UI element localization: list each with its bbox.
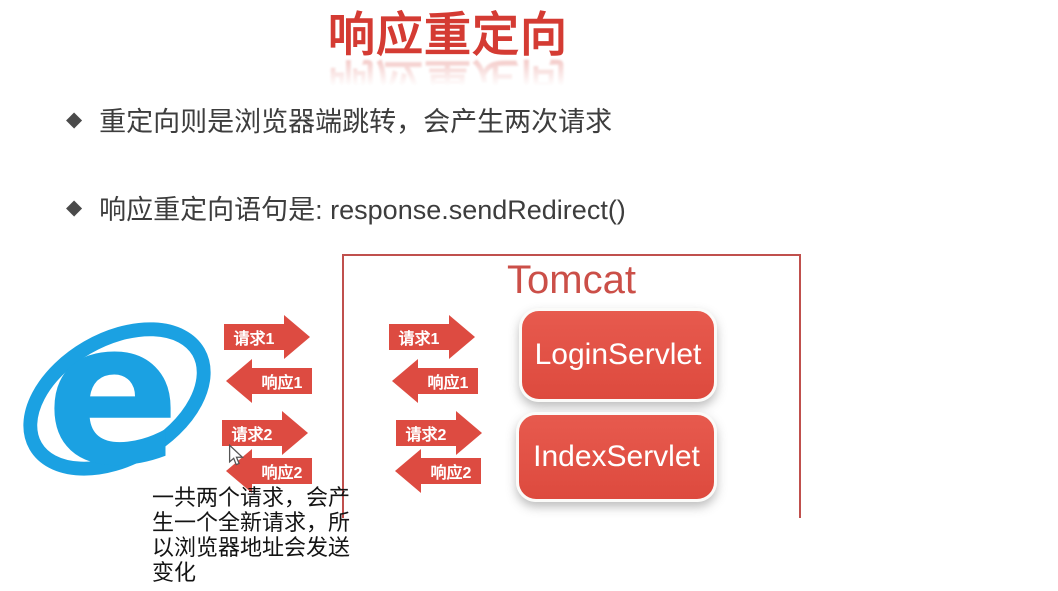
bullet-text: 响应重定向语句是: response.sendRedirect() xyxy=(99,195,626,225)
arrow-label: 响应1 xyxy=(427,375,469,392)
bullet-item: ◆ 重定向则是浏览器端跳转，会产生两次请求 xyxy=(66,100,612,139)
arrow-head-icon xyxy=(449,315,475,359)
title-block: 响应重定向 响应重定向 xyxy=(328,10,748,120)
servlet-label: IndexServlet xyxy=(533,440,700,473)
arrow-head-icon xyxy=(392,359,418,403)
mouse-cursor-icon xyxy=(228,443,245,472)
arrow-head-icon xyxy=(282,411,308,455)
diamond-bullet-icon: ◆ xyxy=(66,196,83,219)
arrow-head-icon xyxy=(456,411,482,455)
index-servlet-box: IndexServlet xyxy=(516,412,717,502)
bullet-text: 重定向则是浏览器端跳转，会产生两次请求 xyxy=(99,107,613,137)
arrow-label: 请求2 xyxy=(231,427,273,444)
response-arrow: 响应1 xyxy=(226,359,312,403)
arrow-label: 请求2 xyxy=(405,427,447,444)
response-arrow: 响应2 xyxy=(395,449,481,493)
arrow-head-icon xyxy=(395,449,421,493)
response-arrow: 响应1 xyxy=(392,359,478,403)
bullet-item: ◆ 响应重定向语句是: response.sendRedirect() xyxy=(66,188,626,227)
page-title-reflection: 响应重定向 xyxy=(328,54,568,108)
tomcat-box xyxy=(342,254,801,518)
diamond-bullet-icon: ◆ xyxy=(66,108,83,131)
tomcat-title: Tomcat xyxy=(507,258,636,302)
internet-explorer-logo-icon: e xyxy=(18,278,216,509)
arrow-label: 请求1 xyxy=(233,331,275,348)
page-title: 响应重定向 xyxy=(328,8,568,61)
request-arrow: 请求2 xyxy=(396,411,482,455)
annotation-note: 一共两个请求，会产生一个全新请求，所以浏览器地址会发送变化 xyxy=(152,486,351,586)
arrow-label: 响应1 xyxy=(261,375,303,392)
arrow-label: 响应2 xyxy=(261,465,303,482)
arrow-head-icon xyxy=(226,359,252,403)
request-arrow: 请求1 xyxy=(224,315,310,359)
request-arrow: 请求1 xyxy=(389,315,475,359)
login-servlet-box: LoginServlet xyxy=(519,308,717,402)
arrow-head-icon xyxy=(284,315,310,359)
ie-letter-e: e xyxy=(46,288,180,506)
servlet-label: LoginServlet xyxy=(534,338,702,371)
arrow-label: 请求1 xyxy=(398,331,440,348)
arrow-label: 响应2 xyxy=(430,465,472,482)
request-arrow: 请求2 xyxy=(222,411,308,455)
